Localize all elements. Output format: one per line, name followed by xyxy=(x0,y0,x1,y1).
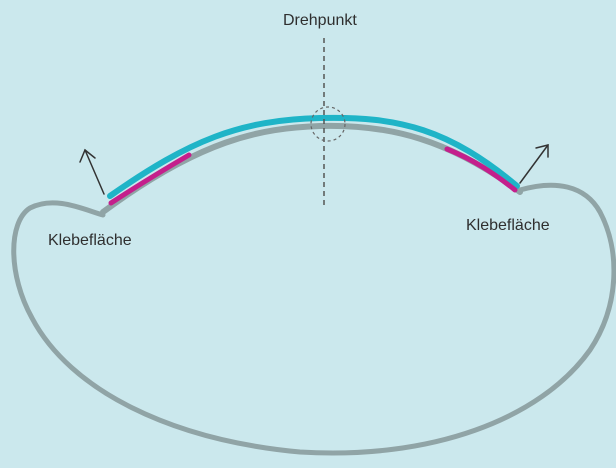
arrow-left-icon xyxy=(79,148,105,195)
eye-outline xyxy=(11,182,616,456)
adhesive-right xyxy=(444,146,518,193)
lens-curve xyxy=(107,114,520,199)
arrow-right-icon xyxy=(519,144,549,184)
pivot-circle xyxy=(310,106,346,142)
pivot-label: Drehpunkt xyxy=(283,12,357,29)
adhesive-label-right: Klebefläche xyxy=(466,217,550,234)
adhesive-label-left: Klebefläche xyxy=(48,232,132,249)
adhesive-left xyxy=(108,152,192,206)
